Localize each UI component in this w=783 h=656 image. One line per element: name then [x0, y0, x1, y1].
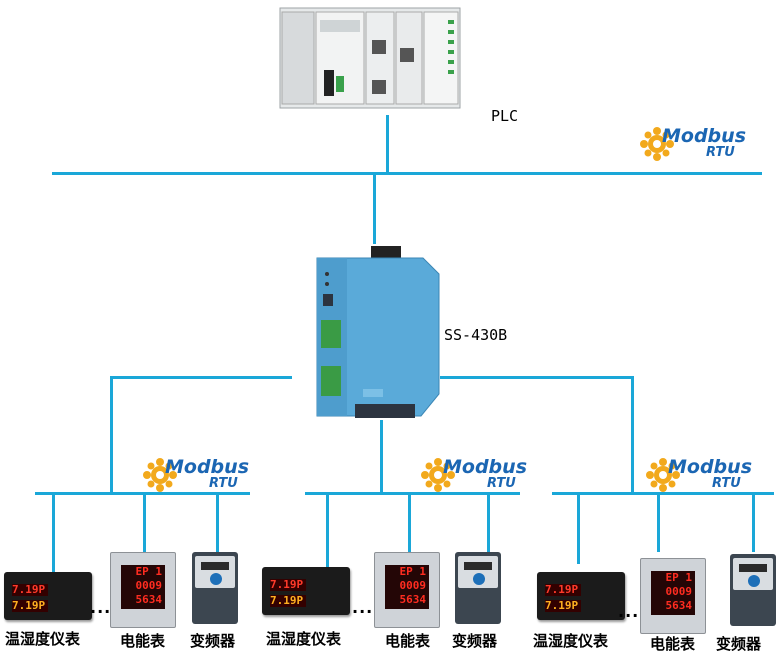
sub-bus-2-drop-c — [487, 492, 490, 552]
meter-row-3: 5634 — [135, 593, 163, 606]
meter-label: 电能表 — [650, 635, 696, 653]
sub-bus-1-drop-b — [143, 492, 146, 552]
left-branch-h — [110, 376, 292, 379]
modbus-gear-icon — [143, 458, 177, 492]
meter-row-3: 5634 — [665, 599, 693, 612]
meter-row-2: 0009 — [135, 579, 163, 592]
rtu-text: RTU — [487, 476, 516, 491]
modbus-rtu-badge: Modbus RTU — [640, 125, 770, 165]
sub-bus-2-drop-a — [326, 492, 329, 567]
sub-bus-2-drop-b — [408, 492, 411, 552]
hygrometer-device: 7.19P 7.19P — [537, 572, 625, 620]
hygro-label: 温湿度仪表 — [266, 630, 342, 648]
meter-row-1: EP 1 — [399, 565, 427, 578]
meter-row-1: EP 1 — [665, 571, 693, 584]
hygro-display-bottom: 7.19P — [12, 600, 48, 612]
gateway-device — [305, 244, 445, 424]
plc-image — [272, 0, 472, 112]
rtu-text: RTU — [706, 145, 735, 160]
modbus-gear-icon — [421, 458, 455, 492]
right-branch-h — [440, 376, 633, 379]
energy-meter-device: EP 1 0009 5634 — [640, 558, 706, 634]
meter-display: EP 1 0009 5634 — [651, 571, 695, 615]
gateway-label: SS-430B — [444, 326, 508, 344]
modbus-rtu-badge: Modbus RTU — [421, 456, 551, 496]
main-bus-line — [52, 172, 762, 175]
center-branch-v — [380, 420, 383, 494]
modbus-text: Modbus — [443, 456, 527, 478]
vfd-device — [730, 554, 776, 626]
hygro-display-top: 7.19P — [12, 584, 48, 596]
hygro-display-bottom: 7.19P — [545, 600, 581, 612]
gateway-drop-line — [373, 172, 376, 244]
meter-row-2: 0009 — [665, 585, 693, 598]
modbus-rtu-badge: Modbus RTU — [143, 456, 273, 496]
modbus-gear-icon — [646, 458, 680, 492]
sub-bus-1-drop-c — [216, 492, 219, 552]
meter-row-3: 5634 — [399, 593, 427, 606]
sub-bus-2 — [305, 492, 520, 495]
sub-bus-3-drop-a — [577, 492, 580, 564]
left-branch-v — [110, 376, 113, 494]
modbus-rtu-badge: Modbus RTU — [646, 456, 776, 496]
vfd-knob-icon — [748, 575, 760, 587]
meter-row-1: EP 1 — [135, 565, 163, 578]
modbus-text: Modbus — [662, 125, 746, 147]
vfd-device — [455, 552, 501, 624]
sub-bus-3-drop-c — [752, 492, 755, 552]
right-branch-v — [631, 376, 634, 494]
plc-drop-line — [386, 115, 389, 173]
hygro-label: 温湿度仪表 — [5, 630, 81, 648]
hygro-display-bottom: 7.19P — [270, 595, 306, 607]
rtu-text: RTU — [209, 476, 238, 491]
vfd-label: 变频器 — [452, 632, 498, 650]
plc-label: PLC — [491, 107, 519, 125]
vfd-label: 变频器 — [190, 632, 236, 650]
modbus-text: Modbus — [165, 456, 249, 478]
meter-display: EP 1 0009 5634 — [121, 565, 165, 609]
hygro-display-top: 7.19P — [270, 579, 306, 591]
meter-label: 电能表 — [120, 632, 166, 650]
energy-meter-device: EP 1 0009 5634 — [374, 552, 440, 628]
energy-meter-device: EP 1 0009 5634 — [110, 552, 176, 628]
meter-row-2: 0009 — [399, 579, 427, 592]
ellipsis: ... — [90, 598, 112, 617]
vfd-label: 变频器 — [716, 635, 762, 653]
hygro-label: 温湿度仪表 — [533, 632, 609, 650]
meter-display: EP 1 0009 5634 — [385, 565, 429, 609]
sub-bus-1 — [35, 492, 250, 495]
hygrometer-device: 7.19P 7.19P — [4, 572, 92, 620]
hygro-display-top: 7.19P — [545, 584, 581, 596]
sub-bus-3-drop-b — [657, 492, 660, 552]
modbus-gear-icon — [640, 127, 674, 161]
sub-bus-1-drop-a — [52, 492, 55, 572]
vfd-knob-icon — [473, 573, 485, 585]
sub-bus-3 — [552, 492, 774, 495]
ellipsis: ... — [618, 602, 640, 621]
hygrometer-device: 7.19P 7.19P — [262, 567, 350, 615]
modbus-text: Modbus — [668, 456, 752, 478]
vfd-device — [192, 552, 238, 624]
meter-label: 电能表 — [385, 632, 431, 650]
ellipsis: ... — [352, 598, 374, 617]
vfd-knob-icon — [210, 573, 222, 585]
rtu-text: RTU — [712, 476, 741, 491]
